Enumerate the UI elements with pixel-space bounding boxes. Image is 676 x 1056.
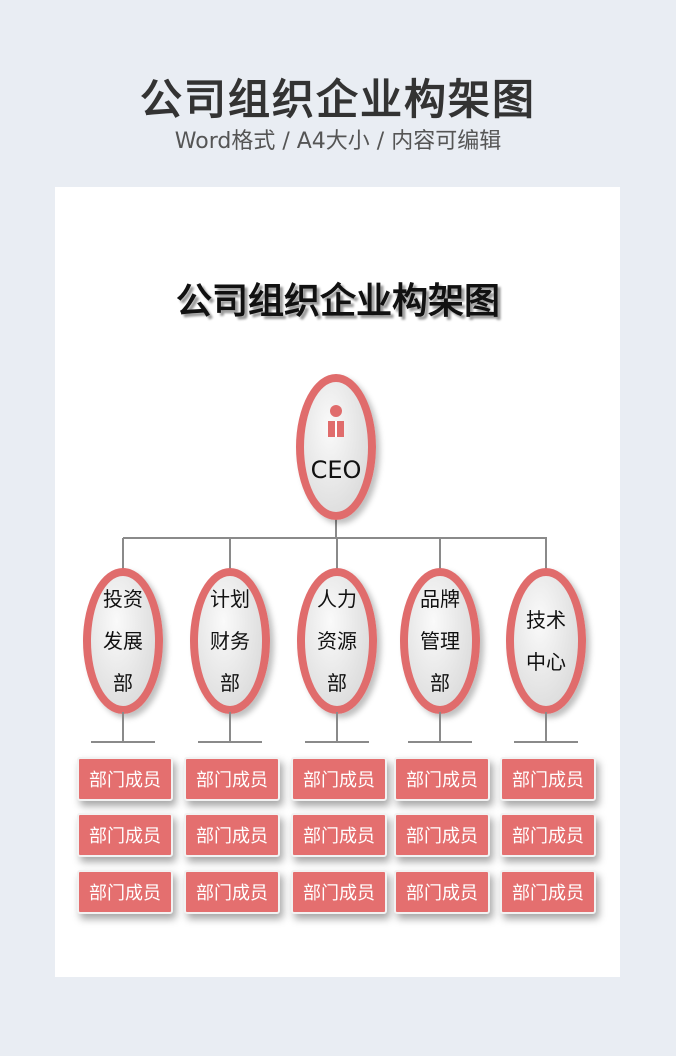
connector-line (229, 712, 231, 742)
department-label: 财务 (210, 629, 250, 653)
member-box: 部门成员 (77, 870, 173, 914)
department-label: 投资 (103, 587, 143, 611)
member-box: 部门成员 (394, 757, 490, 801)
department-label: 管理 (420, 629, 460, 653)
connector-line (122, 712, 124, 742)
member-box: 部门成员 (184, 757, 280, 801)
connector-line (439, 538, 441, 570)
member-box: 部门成员 (291, 757, 387, 801)
department-label: 部 (327, 671, 347, 695)
member-box: 部门成员 (500, 813, 596, 857)
department-label: 中心 (526, 650, 566, 674)
member-box: 部门成员 (500, 757, 596, 801)
connector-line (91, 741, 155, 743)
page-subtitle: Word格式 / A4大小 / 内容可编辑 (174, 129, 502, 154)
ceo-node: CEO (296, 374, 376, 520)
department-label: 人力 (317, 587, 357, 611)
member-box: 部门成员 (77, 813, 173, 857)
member-box: 部门成员 (291, 870, 387, 914)
connector-line (408, 741, 472, 743)
department-node: 技术中心 (506, 568, 586, 714)
department-label: 部 (430, 671, 450, 695)
member-box: 部门成员 (184, 870, 280, 914)
connector-line (122, 538, 124, 570)
department-label: 发展 (103, 629, 143, 653)
department-label: 品牌 (420, 587, 460, 611)
member-box: 部门成员 (394, 813, 490, 857)
connector-line (545, 538, 547, 570)
ceo-label: CEO (310, 456, 362, 484)
department-node: 人力资源部 (297, 568, 377, 714)
connector-line (198, 741, 262, 743)
member-box: 部门成员 (291, 813, 387, 857)
department-node: 投资发展部 (83, 568, 163, 714)
document-title: 公司组织企业构架图 (175, 281, 500, 322)
person-icon (328, 405, 344, 437)
connector-line (123, 537, 547, 539)
member-box: 部门成员 (500, 870, 596, 914)
department-label: 部 (220, 671, 240, 695)
connector-line (336, 712, 338, 742)
department-label: 技术 (526, 608, 566, 632)
department-node: 品牌管理部 (400, 568, 480, 714)
member-box: 部门成员 (184, 813, 280, 857)
connector-line (229, 538, 231, 570)
connector-line (514, 741, 578, 743)
connector-line (305, 741, 369, 743)
connector-line (439, 712, 441, 742)
department-label: 资源 (317, 629, 357, 653)
department-node: 计划财务部 (190, 568, 270, 714)
department-label: 部 (113, 671, 133, 695)
member-box: 部门成员 (394, 870, 490, 914)
connector-line (335, 515, 337, 539)
connector-line (336, 538, 338, 570)
member-box: 部门成员 (77, 757, 173, 801)
page-title: 公司组织企业构架图 (139, 75, 536, 124)
department-label: 计划 (210, 587, 250, 611)
connector-line (545, 712, 547, 742)
